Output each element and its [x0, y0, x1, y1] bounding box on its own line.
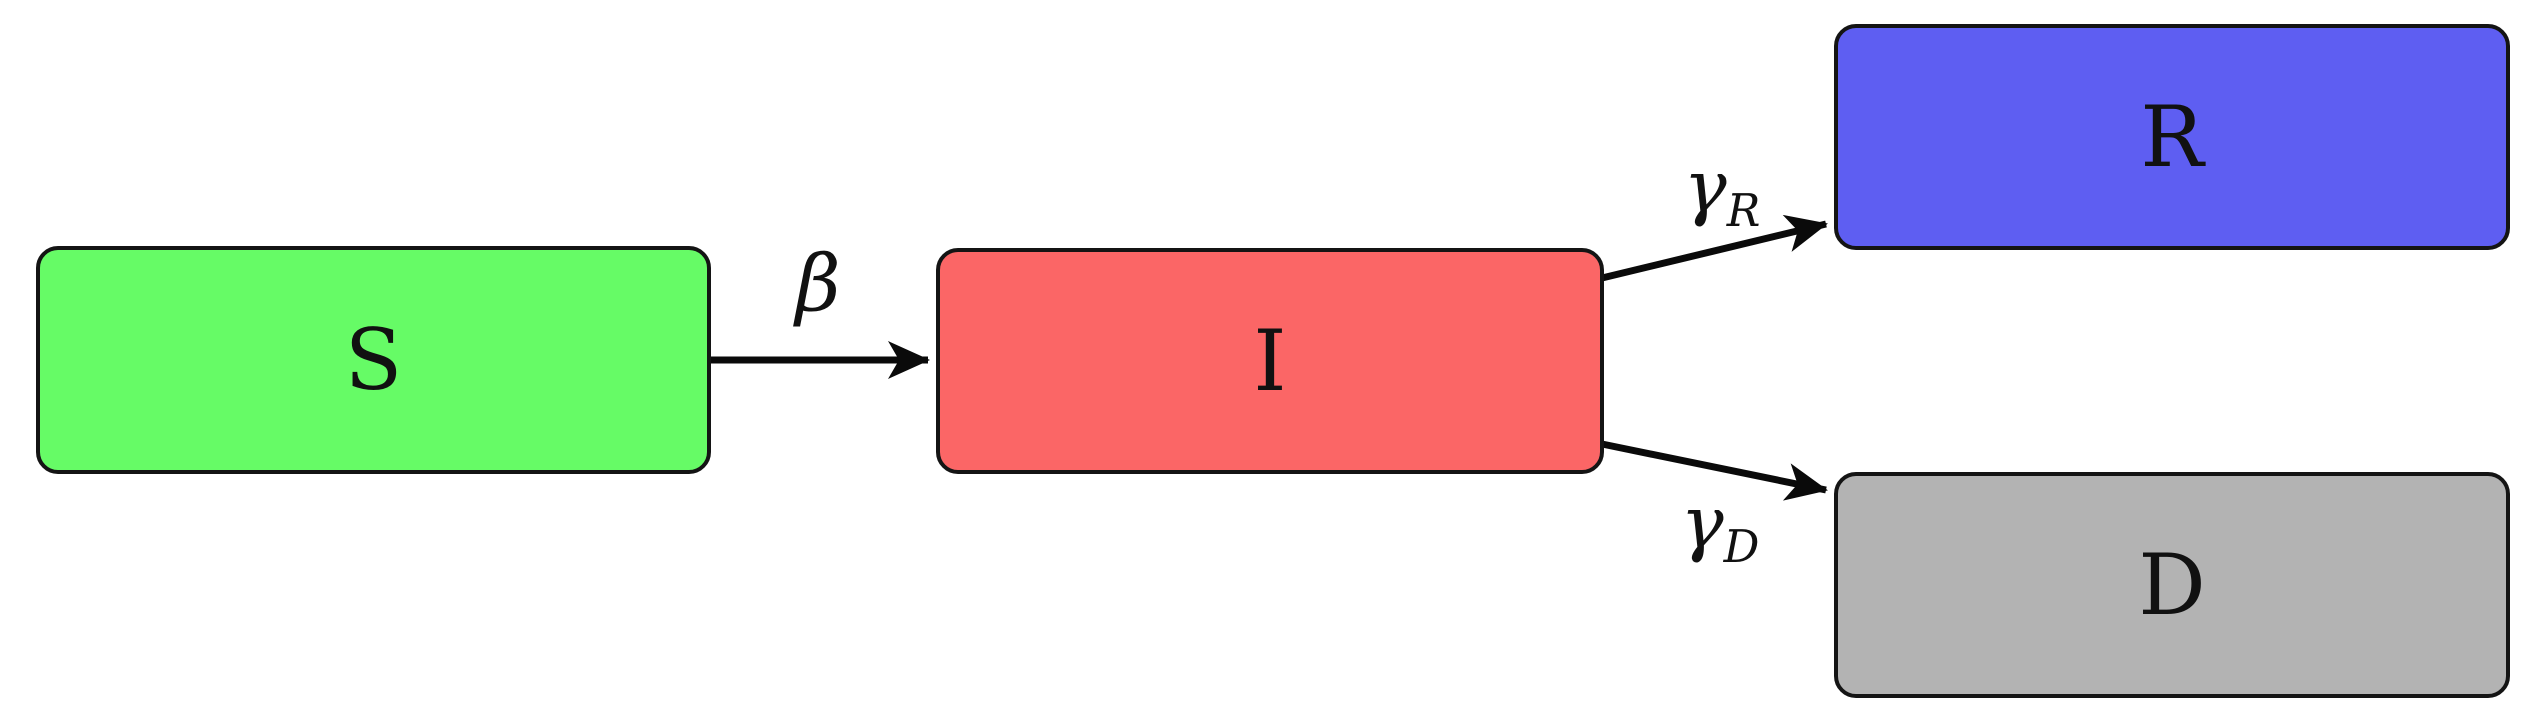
edge-label-gamma-r-subscript: R	[1726, 184, 1761, 237]
edge-i-to-r-arrow	[1601, 214, 1828, 282]
edge-i-to-d-arrow	[1601, 440, 1828, 501]
edge-label-beta: β	[795, 246, 840, 335]
node-recovered: R	[1834, 24, 2510, 250]
node-dead: D	[1834, 472, 2510, 698]
node-recovered-label: R	[2140, 88, 2204, 186]
node-infected: I	[936, 248, 1604, 474]
edge-label-beta-symbol: β	[795, 239, 841, 330]
edge-label-gamma-d-subscript: D	[1723, 520, 1760, 573]
node-infected-label: I	[1253, 312, 1287, 410]
edge-label-gamma-r: γR	[1684, 151, 1761, 234]
node-susceptible: S	[36, 246, 711, 474]
node-susceptible-label: S	[344, 311, 403, 409]
node-dead-label: D	[2138, 536, 2206, 634]
edge-label-gamma-r-symbol: γ	[1683, 144, 1727, 229]
edge-label-gamma-d: γD	[1681, 487, 1760, 570]
edge-label-gamma-d-symbol: γ	[1680, 480, 1724, 565]
